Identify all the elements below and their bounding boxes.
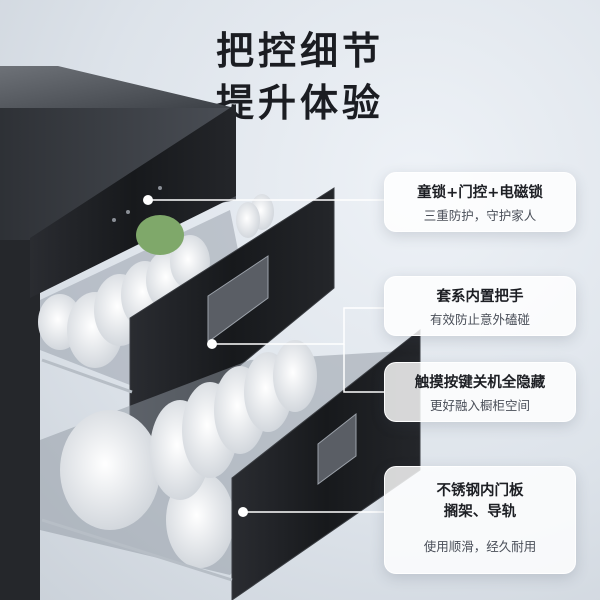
upper-drawer-handle (207, 255, 269, 343)
callout-subtitle: 使用顺滑，经久耐用 (423, 539, 537, 554)
cabinet-left-wall (0, 240, 40, 600)
callout-touch-keys: 触摸按键关机全隐藏 更好融入橱柜空间 (384, 362, 576, 422)
callout-title-line-1: 不锈钢内门板 (436, 483, 524, 499)
callout-connectors (148, 199, 384, 513)
lower-rail (41, 518, 233, 582)
callout-title: 套系内置把手 (436, 289, 524, 305)
callout-title-line-2: 搁架、导轨 (443, 504, 517, 520)
callout-built-in-handle: 套系内置把手 有效防止意外磕碰 (384, 276, 576, 336)
upper-rail (41, 358, 133, 394)
headline-line-1: 把控细节 (215, 29, 384, 73)
lower-plates (60, 340, 317, 568)
callout-title: 触摸按键关机全隐藏 (414, 375, 546, 391)
callout-subtitle: 更好融入橱柜空间 (429, 398, 530, 413)
callout-child-lock: 童锁+门控+电磁锁 三重防护，守护家人 (384, 172, 576, 232)
cabinet-top (0, 66, 235, 108)
headline-line-2: 提升体验 (215, 81, 384, 125)
callout-stainless-steel: 不锈钢内门板 搁架、导轨 使用顺滑，经久耐用 (384, 466, 576, 574)
callout-subtitle: 三重防护，守护家人 (423, 208, 537, 223)
lower-drawer-handle (317, 412, 357, 485)
callout-subtitle: 有效防止意外磕碰 (429, 312, 530, 327)
control-panel (30, 104, 236, 298)
callout-title: 童锁+门控+电磁锁 (417, 185, 543, 201)
